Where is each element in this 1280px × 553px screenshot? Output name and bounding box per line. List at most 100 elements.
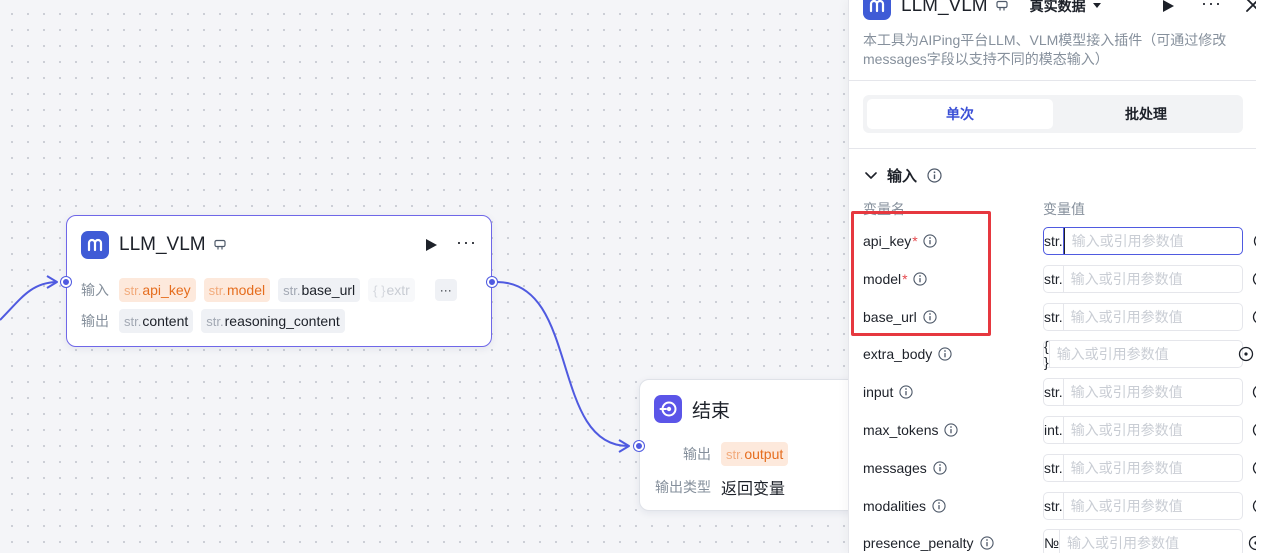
chevron-down-icon — [865, 171, 877, 179]
param-value-input[interactable] — [1063, 492, 1252, 519]
param-name: max_tokens — [863, 422, 1043, 438]
param-value-field[interactable]: int. — [1043, 416, 1267, 444]
param-type-selector[interactable]: str. — [1044, 492, 1064, 519]
input-label: 输入 — [81, 282, 109, 298]
info-icon[interactable] — [927, 168, 942, 183]
output-chip-reasoning-content[interactable]: str.reasoning_content — [201, 309, 345, 333]
end-node-output-type-row: 输出类型 返回变量 — [655, 475, 785, 499]
llm-node-run-button[interactable] — [422, 236, 440, 254]
end-node[interactable]: 结束 输出 str.output 输出类型 返回变量 — [634, 379, 869, 511]
param-value-input[interactable] — [1049, 341, 1238, 368]
param-value-field[interactable]: № — [1043, 529, 1264, 553]
param-value-field[interactable]: str. — [1043, 264, 1267, 293]
llm-node-input-row: 输入 str.api_key str.model str.base_url { … — [81, 278, 457, 302]
param-type-selector[interactable]: str. — [1044, 303, 1064, 330]
caret-down-icon — [1092, 3, 1101, 8]
edge-arrow-into-llm-node — [46, 275, 58, 289]
input-chip-api-key[interactable]: str.api_key — [119, 278, 196, 302]
param-value-input[interactable] — [1060, 530, 1249, 553]
param-row-extra-body: extra_body{ } — [863, 338, 1253, 371]
output-chip-content[interactable]: str.content — [119, 309, 194, 333]
input-chip-model[interactable]: str.model — [203, 278, 271, 302]
param-value-input[interactable] — [1063, 379, 1252, 406]
param-name: base_url — [863, 309, 1043, 325]
llm-node-input-handle[interactable] — [61, 277, 71, 287]
llm-node-output-handle[interactable] — [487, 277, 497, 287]
param-type-selector[interactable]: str. — [1044, 228, 1064, 254]
param-name: model* — [863, 271, 1043, 287]
info-icon[interactable] — [933, 461, 947, 475]
column-header-value: 变量值 — [1043, 201, 1085, 217]
end-output-chip[interactable]: str.output — [721, 442, 789, 466]
play-icon — [1162, 0, 1174, 12]
required-marker: * — [912, 233, 918, 249]
param-value-field[interactable]: { } — [1043, 338, 1253, 371]
info-icon[interactable] — [944, 423, 959, 437]
required-marker: * — [902, 270, 908, 287]
param-type-selector[interactable]: № — [1044, 530, 1061, 553]
info-icon[interactable] — [899, 385, 913, 399]
data-mode-label: 真实数据 — [1029, 0, 1086, 14]
panel-run-button[interactable] — [1159, 0, 1177, 15]
param-value-input[interactable] — [1063, 454, 1252, 481]
panel-more-button[interactable]: ··· — [1201, 0, 1222, 13]
info-icon[interactable] — [923, 309, 937, 324]
output-type-label: 输出类型 — [655, 479, 711, 495]
edge-llm-to-end — [496, 281, 629, 447]
param-value-field[interactable]: str. — [1043, 302, 1267, 331]
input-chip-extra-body[interactable]: { }extr — [368, 278, 415, 302]
llm-node-more-button[interactable]: ··· — [456, 232, 477, 252]
more-inputs-button[interactable]: ··· — [434, 279, 457, 301]
plugin-badge-icon — [214, 239, 226, 251]
param-name: messages — [863, 460, 1043, 476]
param-type-selector[interactable]: str. — [1044, 265, 1064, 292]
llm-vlm-node[interactable]: LLM_VLM ··· 输入 str.api_key str.model str… — [61, 215, 497, 347]
info-icon[interactable] — [912, 272, 927, 286]
data-mode-dropdown[interactable]: 真实数据 — [1030, 0, 1102, 16]
panel-scrollbar[interactable] — [1256, 0, 1280, 553]
llm-node-header: LLM_VLM ··· — [81, 230, 477, 260]
end-node-header: 结束 — [654, 394, 854, 424]
node-config-panel: LLM_VLM 真实数据 ··· 本工具为AIPing平台LLM、VLM模型接入… — [848, 0, 1280, 553]
input-section-toggle[interactable]: 输入 — [865, 165, 942, 186]
param-name: presence_penalty — [863, 535, 1043, 551]
info-icon[interactable] — [932, 498, 946, 513]
input-chip-base-url[interactable]: str.base_url — [278, 278, 361, 302]
end-node-logo-icon — [654, 395, 682, 423]
end-node-input-handle[interactable] — [634, 441, 644, 451]
panel-plugin-badge-icon — [996, 0, 1008, 12]
info-icon[interactable] — [923, 234, 937, 248]
param-value-input[interactable] — [1063, 417, 1252, 443]
param-type-selector[interactable]: str. — [1044, 379, 1064, 406]
end-node-title: 结束 — [692, 400, 731, 422]
reference-variable-icon[interactable] — [1238, 346, 1254, 362]
param-type-selector[interactable]: str. — [1044, 454, 1064, 481]
info-icon[interactable] — [979, 536, 994, 551]
param-name: modalities — [863, 498, 1043, 514]
param-value-field[interactable]: str. — [1043, 378, 1267, 407]
play-icon — [425, 239, 437, 251]
output-type-value: 返回变量 — [721, 481, 786, 498]
info-icon[interactable] — [938, 347, 952, 362]
param-value-field[interactable]: str. — [1043, 227, 1268, 255]
input-section-title: 输入 — [887, 168, 918, 185]
param-row-model: model*str. — [863, 264, 1267, 293]
param-value-input[interactable] — [1063, 265, 1252, 292]
panel-title: LLM_VLM — [901, 0, 988, 16]
param-type-selector[interactable]: { } — [1044, 338, 1050, 371]
panel-divider — [849, 80, 1256, 81]
param-value-input[interactable] — [1063, 303, 1252, 330]
param-value-field[interactable]: str. — [1043, 491, 1267, 520]
panel-plugin-logo-icon — [863, 0, 891, 20]
run-mode-tabs: 单次 批处理 — [863, 95, 1243, 133]
param-name: extra_body — [863, 346, 1043, 362]
param-value-input[interactable] — [1063, 228, 1253, 254]
tab-batch[interactable]: 批处理 — [1125, 106, 1167, 122]
llm-node-title: LLM_VLM — [119, 234, 206, 255]
param-type-selector[interactable]: int. — [1044, 417, 1064, 443]
tab-single[interactable]: 单次 — [867, 99, 1053, 129]
param-value-field[interactable]: str. — [1043, 453, 1267, 482]
